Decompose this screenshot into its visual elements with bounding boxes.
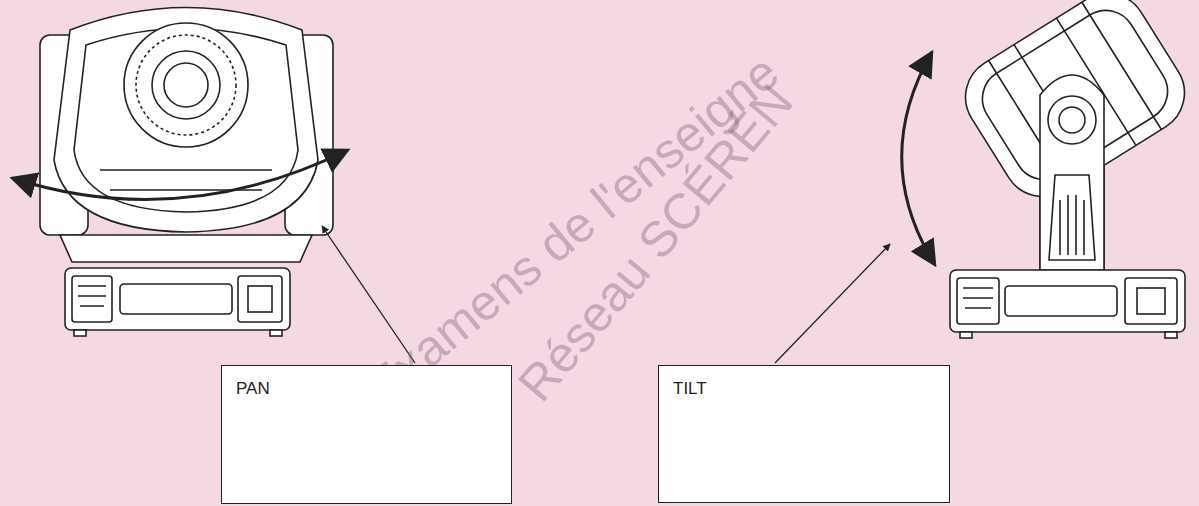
pan-arrow bbox=[12, 150, 348, 199]
leader-line bbox=[775, 244, 890, 363]
label-box: TILT bbox=[658, 365, 950, 503]
box-label: TILT bbox=[673, 379, 707, 399]
box-label: PAN bbox=[236, 379, 270, 399]
right-fixture bbox=[950, 0, 1199, 338]
label-box: PAN bbox=[221, 365, 512, 504]
tilt-arrow bbox=[902, 52, 935, 265]
left-fixture bbox=[40, 8, 333, 337]
